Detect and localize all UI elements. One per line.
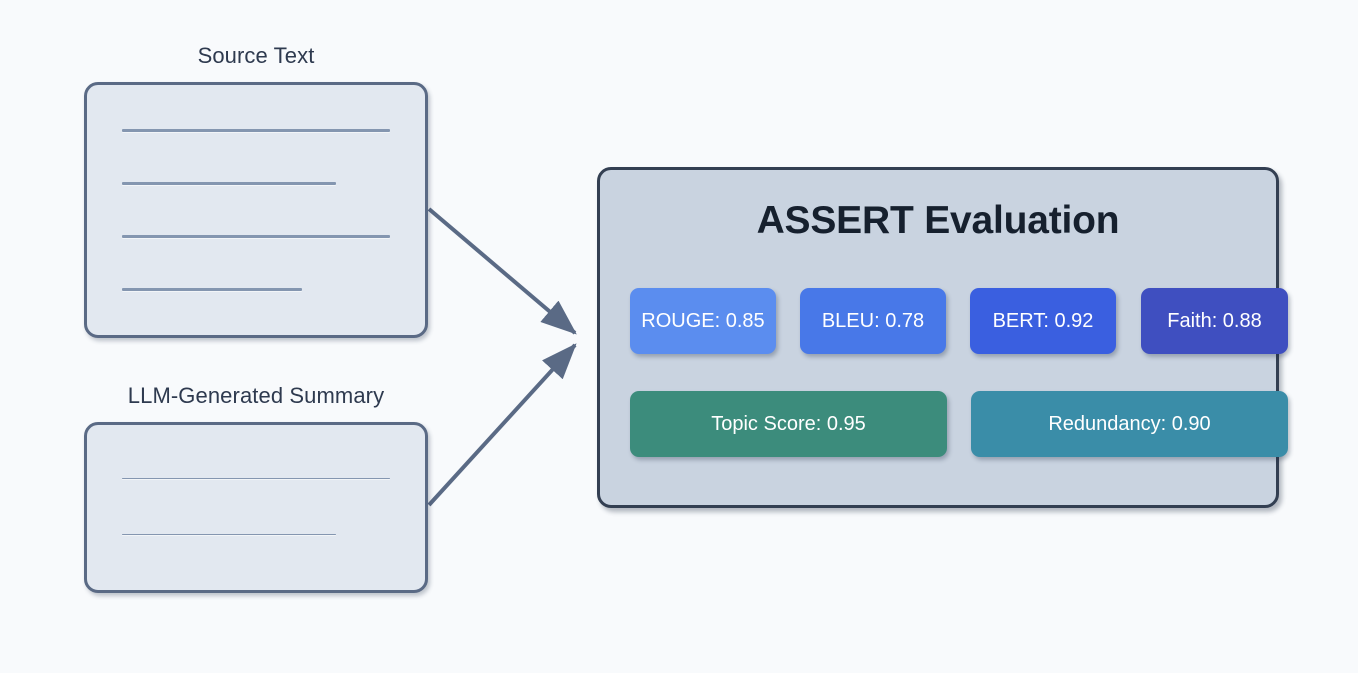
text-line — [122, 182, 337, 185]
llm-summary-box — [84, 422, 428, 593]
llm-summary-label: LLM-Generated Summary — [127, 383, 385, 408]
metric-chip-bleu[interactable]: BLEU: 0.78 — [800, 288, 946, 354]
llm-summary-lines — [122, 425, 390, 590]
source-text-label: Source Text — [197, 43, 315, 68]
llm-summary-group: LLM-Generated Summary — [84, 383, 428, 593]
metric-chip-redundancy[interactable]: Redundancy: 0.90 — [971, 391, 1288, 457]
metric-chip-rouge[interactable]: ROUGE: 0.85 — [630, 288, 776, 354]
arrow-summary-to-eval — [427, 343, 577, 507]
text-line — [122, 534, 337, 535]
text-line — [122, 288, 302, 291]
source-text-box — [84, 82, 428, 338]
metric-chip-topic-score[interactable]: Topic Score: 0.95 — [630, 391, 947, 457]
source-text-group: Source Text — [84, 43, 428, 338]
text-line — [122, 235, 390, 238]
arrow-source-to-eval — [427, 207, 577, 335]
page-title: ASSERT Evaluation — [756, 199, 1120, 242]
metric-chip-faith[interactable]: Faith: 0.88 — [1141, 288, 1288, 354]
text-line — [122, 478, 390, 479]
metric-chip-bert[interactable]: BERT: 0.92 — [970, 288, 1116, 354]
source-text-lines — [122, 85, 390, 335]
text-line — [122, 129, 390, 132]
